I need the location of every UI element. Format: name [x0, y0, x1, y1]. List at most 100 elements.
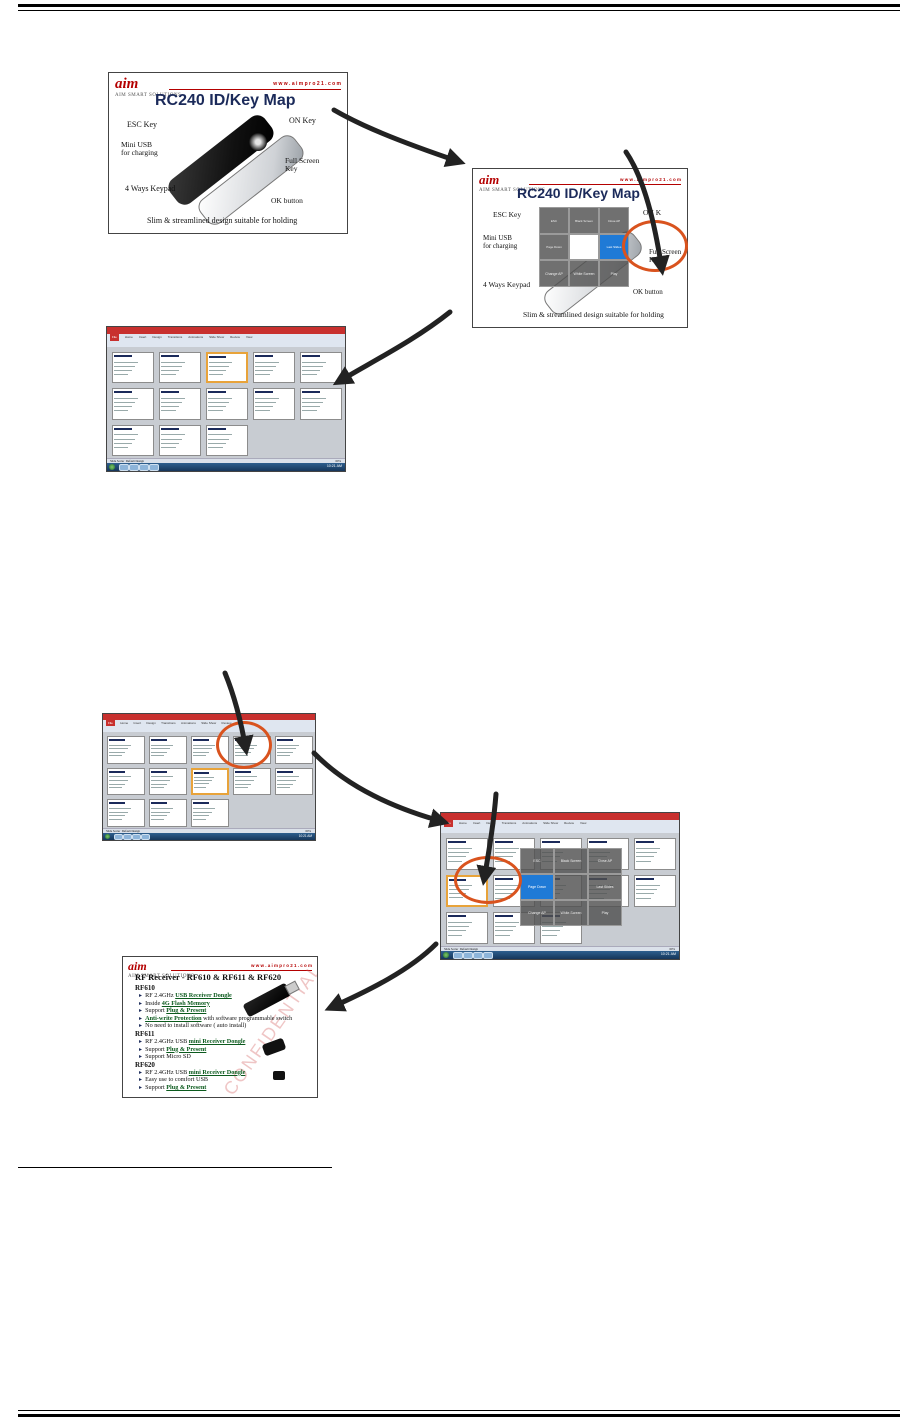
ribbon-tab[interactable]: View	[579, 821, 587, 825]
slide-thumbnail[interactable]	[233, 767, 271, 796]
slide-thumbnail[interactable]	[205, 424, 249, 457]
slide-thumbnail[interactable]	[252, 351, 296, 384]
ribbon-tab[interactable]: Transitions	[501, 821, 517, 825]
ribbon-tab[interactable]: Insert	[472, 821, 481, 825]
ribbon-tab[interactable]: Slide Show	[543, 821, 559, 825]
slide-thumbnail[interactable]	[111, 424, 155, 457]
ribbon-tab[interactable]: Home	[124, 335, 133, 339]
taskbar-app-icon[interactable]	[139, 464, 149, 471]
usb-dongle-rf620	[273, 1071, 285, 1080]
slide-thumbnail[interactable]	[111, 388, 155, 420]
slide-thumbnail[interactable]	[111, 351, 155, 384]
slide-url: w w w . a i m p r o 2 1 . c o m	[273, 81, 341, 87]
overlay-key[interactable]: Last Slides	[588, 874, 622, 900]
start-button[interactable]	[105, 834, 110, 839]
window-titlebar	[103, 714, 315, 720]
ribbon-tab[interactable]: Design	[146, 721, 156, 725]
ribbon-tab[interactable]: Insert	[138, 335, 147, 339]
slide-title: RC240 ID/Key Map	[155, 92, 296, 109]
slide-thumbnail[interactable]	[275, 736, 313, 764]
taskbar-app-icon[interactable]	[453, 952, 463, 959]
window-titlebar	[107, 327, 345, 334]
overlay-key[interactable]: White Screen	[569, 260, 599, 287]
overlay-key[interactable]: Black Screen	[569, 207, 599, 234]
taskbar-app-icon[interactable]	[123, 834, 132, 840]
ribbon-tab[interactable]: Review	[564, 821, 574, 825]
rf-bullet: RF 2.4GHz USB Receiver Dongle	[139, 992, 232, 999]
screenshot-slide-sorter-1: File Home Insert Design Transitions Animation…	[106, 326, 346, 472]
status-theme: Default Design	[121, 829, 140, 833]
ribbon-tab[interactable]: File	[110, 334, 119, 341]
arrow	[222, 670, 254, 756]
header-rule	[18, 4, 900, 7]
overlay-key[interactable]: Close AP	[588, 848, 622, 874]
taskbar-app-icon[interactable]	[149, 464, 159, 471]
start-button[interactable]	[443, 952, 449, 958]
arrow	[311, 750, 450, 828]
overlay-key[interactable]: Black Screen	[554, 848, 588, 874]
ribbon-tab[interactable]: File	[106, 720, 115, 726]
key-overlay-small: ESC Black Screen Close AP Page Down Last…	[539, 207, 629, 287]
slide-thumbnail[interactable]	[299, 388, 343, 420]
footnote-separator	[18, 1167, 332, 1168]
overlay-key[interactable]: Play	[599, 260, 629, 287]
overlay-key[interactable]: Close AP	[599, 207, 629, 234]
taskbar-app-icon[interactable]	[114, 834, 123, 840]
ribbon-tab[interactable]: Insert	[133, 721, 142, 725]
windows-taskbar: 10:21 AM	[103, 833, 315, 840]
slide-thumbnail[interactable]	[275, 767, 313, 796]
slide-thumbnail[interactable]	[149, 767, 187, 796]
ribbon-tab[interactable]: Review	[230, 335, 240, 339]
taskbar-app-icon[interactable]	[119, 464, 129, 471]
start-button[interactable]	[109, 464, 115, 470]
ribbon-tab[interactable]: Design	[152, 335, 162, 339]
overlay-key[interactable]: Change AP	[539, 260, 569, 287]
ribbon-tab[interactable]: Review	[221, 721, 232, 725]
key-overlay-large: ESC Black Screen Close AP Page Down Last…	[520, 848, 622, 926]
slide-thumbnail[interactable]	[191, 799, 229, 827]
taskbar-app-icon[interactable]	[132, 834, 141, 840]
taskbar-app-icon[interactable]	[141, 834, 150, 840]
ribbon-tab[interactable]: Animations	[181, 721, 196, 725]
taskbar-app-icon[interactable]	[129, 464, 139, 471]
slide-thumbnail[interactable]	[205, 351, 249, 384]
overlay-key[interactable]: White Screen	[554, 900, 588, 926]
ribbon-tab[interactable]: Slide Show	[209, 335, 225, 339]
slide-thumbnail[interactable]	[107, 736, 145, 764]
overlay-key[interactable]	[569, 234, 599, 260]
ribbon-tab[interactable]: Home	[458, 821, 467, 825]
slide-thumbnail[interactable]	[252, 388, 296, 420]
label-keypad: 4 Ways Keypad	[125, 184, 176, 193]
slide-thumbnail[interactable]	[107, 799, 145, 827]
slide-thumbnail[interactable]	[158, 424, 202, 457]
slide-thumbnail[interactable]	[191, 767, 229, 796]
ribbon-tab[interactable]: Slide Show	[201, 721, 217, 725]
ribbon-tab[interactable]: Transitions	[161, 721, 176, 725]
slide-thumbnail[interactable]	[149, 736, 187, 764]
slide-thumbnail[interactable]	[633, 837, 677, 871]
slide-thumbnail[interactable]	[633, 874, 677, 908]
overlay-key[interactable]: Change AP	[520, 900, 554, 926]
overlay-key[interactable]: ESC	[520, 848, 554, 874]
overlay-key[interactable]	[554, 874, 588, 900]
footer-rule	[18, 1414, 900, 1417]
overlay-key[interactable]: Play	[588, 900, 622, 926]
taskbar-app-icon[interactable]	[473, 952, 483, 959]
overlay-key[interactable]: ESC	[539, 207, 569, 234]
ribbon-tab[interactable]: Transitions	[167, 335, 183, 339]
taskbar-app-icon[interactable]	[483, 952, 493, 959]
slide-thumbnail[interactable]	[107, 767, 145, 796]
slide-thumbnail[interactable]	[158, 388, 202, 420]
slide-thumbnail[interactable]	[149, 799, 187, 827]
ribbon-tab[interactable]: Home	[120, 721, 129, 725]
ribbon-tab[interactable]: View	[245, 335, 253, 339]
slide-thumbnail[interactable]	[205, 388, 249, 420]
overlay-key[interactable]: Page Down	[539, 234, 569, 260]
slide-thumbnail[interactable]	[445, 911, 489, 945]
ribbon-tab[interactable]: Animations	[522, 821, 538, 825]
slide-thumbnail[interactable]	[158, 351, 202, 384]
taskbar-app-icon[interactable]	[463, 952, 473, 959]
ribbon-tab[interactable]: Animations	[188, 335, 204, 339]
